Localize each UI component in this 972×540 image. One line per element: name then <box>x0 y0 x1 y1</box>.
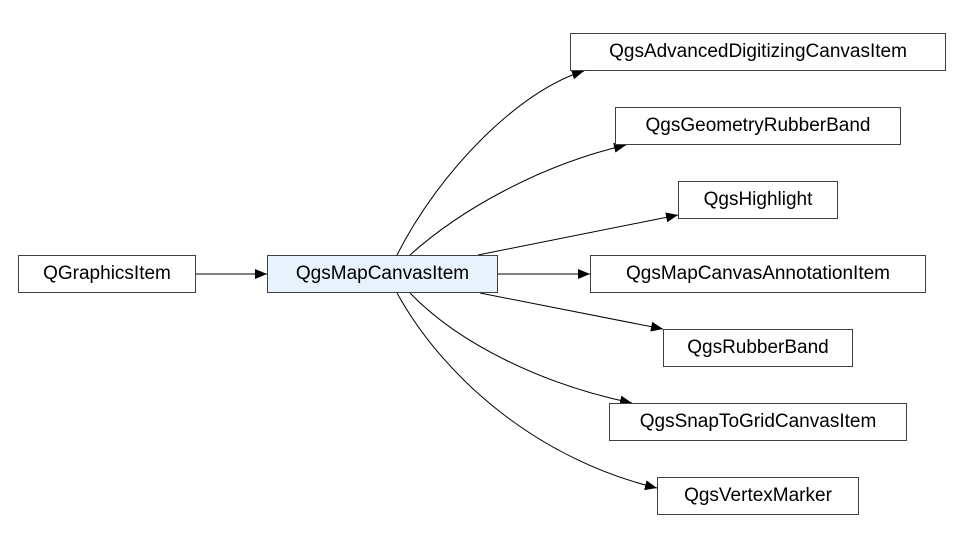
edge-to-qgsvertexmarker <box>396 292 658 491</box>
node-qgsmapcanvasitem[interactable]: QgsMapCanvasItem <box>267 255 498 293</box>
node-qgsvertexmarker[interactable]: QgsVertexMarker <box>657 477 859 515</box>
edge-to-qgsadvanceddigitizingcanvasitem <box>396 69 585 256</box>
node-qgsadvanceddigitizingcanvasitem[interactable]: QgsAdvancedDigitizingCanvasItem <box>570 33 946 71</box>
edge-to-qgsrubberband <box>479 292 664 332</box>
edge-to-qgshighlight <box>477 212 679 256</box>
node-qgssnaptogridcanvasitem[interactable]: QgsSnapToGridCanvasItem <box>609 403 907 441</box>
node-qgsmapcanvasannotationitem[interactable]: QgsMapCanvasAnnotationItem <box>590 255 926 293</box>
node-qgshighlight[interactable]: QgsHighlight <box>678 181 838 219</box>
edge-to-qgssnaptogridcanvasitem <box>409 292 633 406</box>
node-qgsgeometryrubberband[interactable]: QgsGeometryRubberBand <box>615 107 901 145</box>
node-qgsrubberband[interactable]: QgsRubberBand <box>663 329 853 367</box>
node-qgraphicsitem[interactable]: QGraphicsItem <box>18 255 196 293</box>
edge-to-qgsgeometryrubberband <box>409 142 627 256</box>
